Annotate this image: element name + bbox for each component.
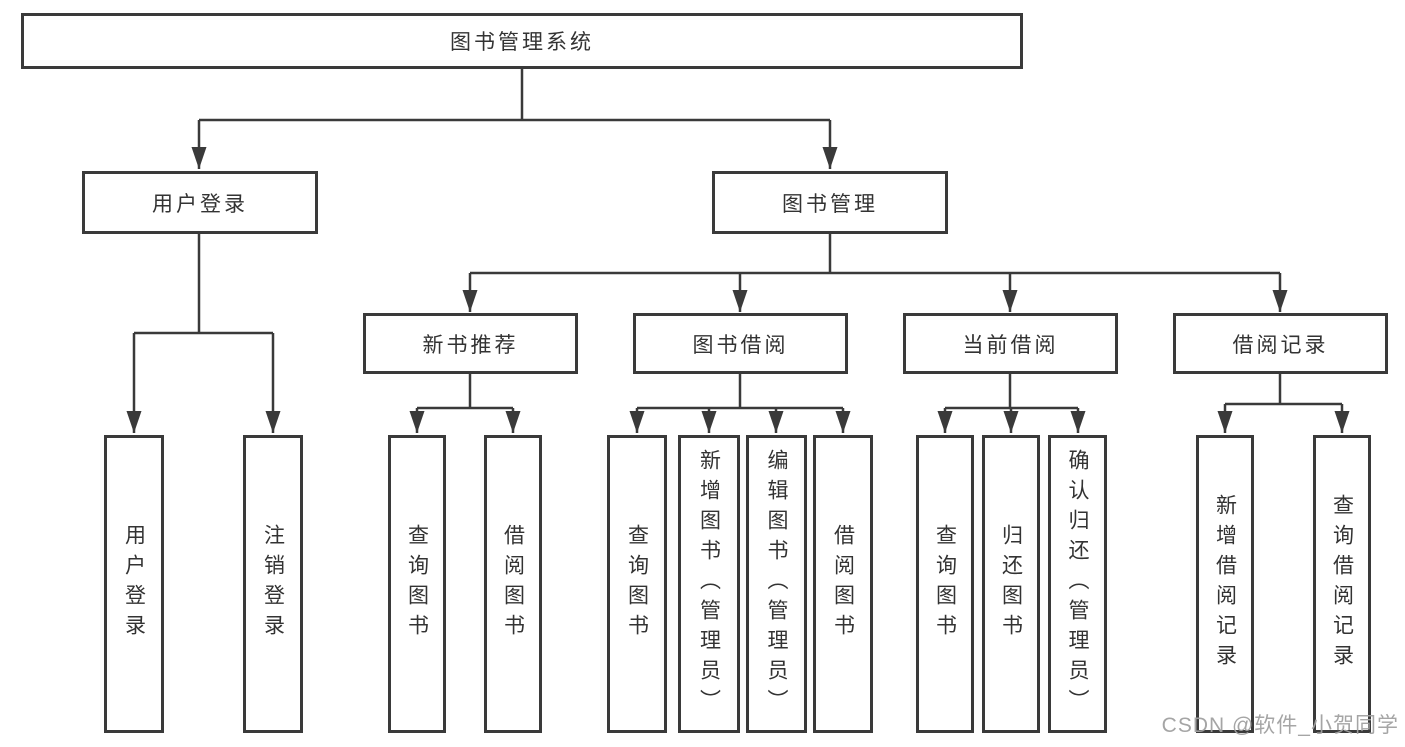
node-current-borrow: 当前借阅 (903, 313, 1118, 374)
node-leaf-query-borrow-record-label: 查询借阅记录 (1330, 494, 1354, 674)
node-root-label: 图书管理系统 (450, 31, 594, 54)
node-current-borrow-label: 当前借阅 (962, 333, 1059, 357)
node-leaf-confirm-return-admin: 确认归还（管理员） (1048, 435, 1107, 733)
connector-new-book-trunk (417, 374, 513, 410)
node-user-login-label: 用户登录 (152, 192, 248, 216)
node-book-borrow: 图书借阅 (633, 313, 848, 374)
node-leaf-add-book-admin-label: 新增图书（管理员） (697, 449, 721, 719)
node-leaf-add-borrow-record: 新增借阅记录 (1196, 435, 1254, 733)
node-new-book-recommend-label: 新书推荐 (422, 333, 519, 357)
node-leaf-borrow-book-1-label: 借阅图书 (501, 524, 525, 644)
node-leaf-query-book-3: 查询图书 (916, 435, 974, 733)
node-leaf-edit-book-admin: 编辑图书（管理员） (746, 435, 807, 733)
connector-borrow-records-trunk (1225, 374, 1342, 406)
node-leaf-add-book-admin: 新增图书（管理员） (678, 435, 740, 733)
node-book-management-label: 图书管理 (782, 192, 878, 216)
watermark: CSDN @软件_小贺同学 (1161, 714, 1399, 737)
node-leaf-query-borrow-record: 查询借阅记录 (1313, 435, 1371, 733)
node-book-borrow-label: 图书借阅 (692, 333, 789, 357)
node-root: 图书管理系统 (21, 13, 1023, 69)
connector-book-mgmt-trunk (470, 234, 1280, 275)
node-borrow-records-label: 借阅记录 (1232, 333, 1329, 357)
node-new-book-recommend: 新书推荐 (363, 313, 578, 374)
node-leaf-user-login: 用户登录 (104, 435, 164, 733)
connector-current-borrow-trunk (945, 374, 1078, 410)
connector-book-borrow-trunk (637, 374, 843, 410)
node-leaf-borrow-book-1: 借阅图书 (484, 435, 542, 733)
node-leaf-confirm-return-admin-label: 确认归还（管理员） (1066, 449, 1089, 719)
node-leaf-edit-book-admin-label: 编辑图书（管理员） (765, 449, 788, 719)
node-user-login: 用户登录 (82, 171, 318, 234)
node-book-management: 图书管理 (712, 171, 948, 234)
node-leaf-user-login-label: 用户登录 (122, 524, 146, 644)
node-leaf-query-book-3-label: 查询图书 (933, 524, 957, 644)
node-leaf-query-book-2-label: 查询图书 (625, 524, 649, 644)
node-borrow-records: 借阅记录 (1173, 313, 1388, 374)
node-leaf-query-book-1: 查询图书 (388, 435, 446, 733)
node-leaf-query-book-1-label: 查询图书 (405, 524, 429, 644)
node-leaf-logout-label: 注销登录 (261, 524, 285, 644)
node-leaf-logout: 注销登录 (243, 435, 303, 733)
node-leaf-return-book: 归还图书 (982, 435, 1040, 733)
node-leaf-add-borrow-record-label: 新增借阅记录 (1213, 494, 1237, 674)
connector-root-trunk (199, 69, 830, 122)
connector-user-login-trunk (134, 234, 273, 335)
node-leaf-borrow-book-2-label: 借阅图书 (831, 524, 855, 644)
node-leaf-query-book-2: 查询图书 (607, 435, 667, 733)
node-leaf-borrow-book-2: 借阅图书 (813, 435, 873, 733)
node-leaf-return-book-label: 归还图书 (999, 524, 1023, 644)
